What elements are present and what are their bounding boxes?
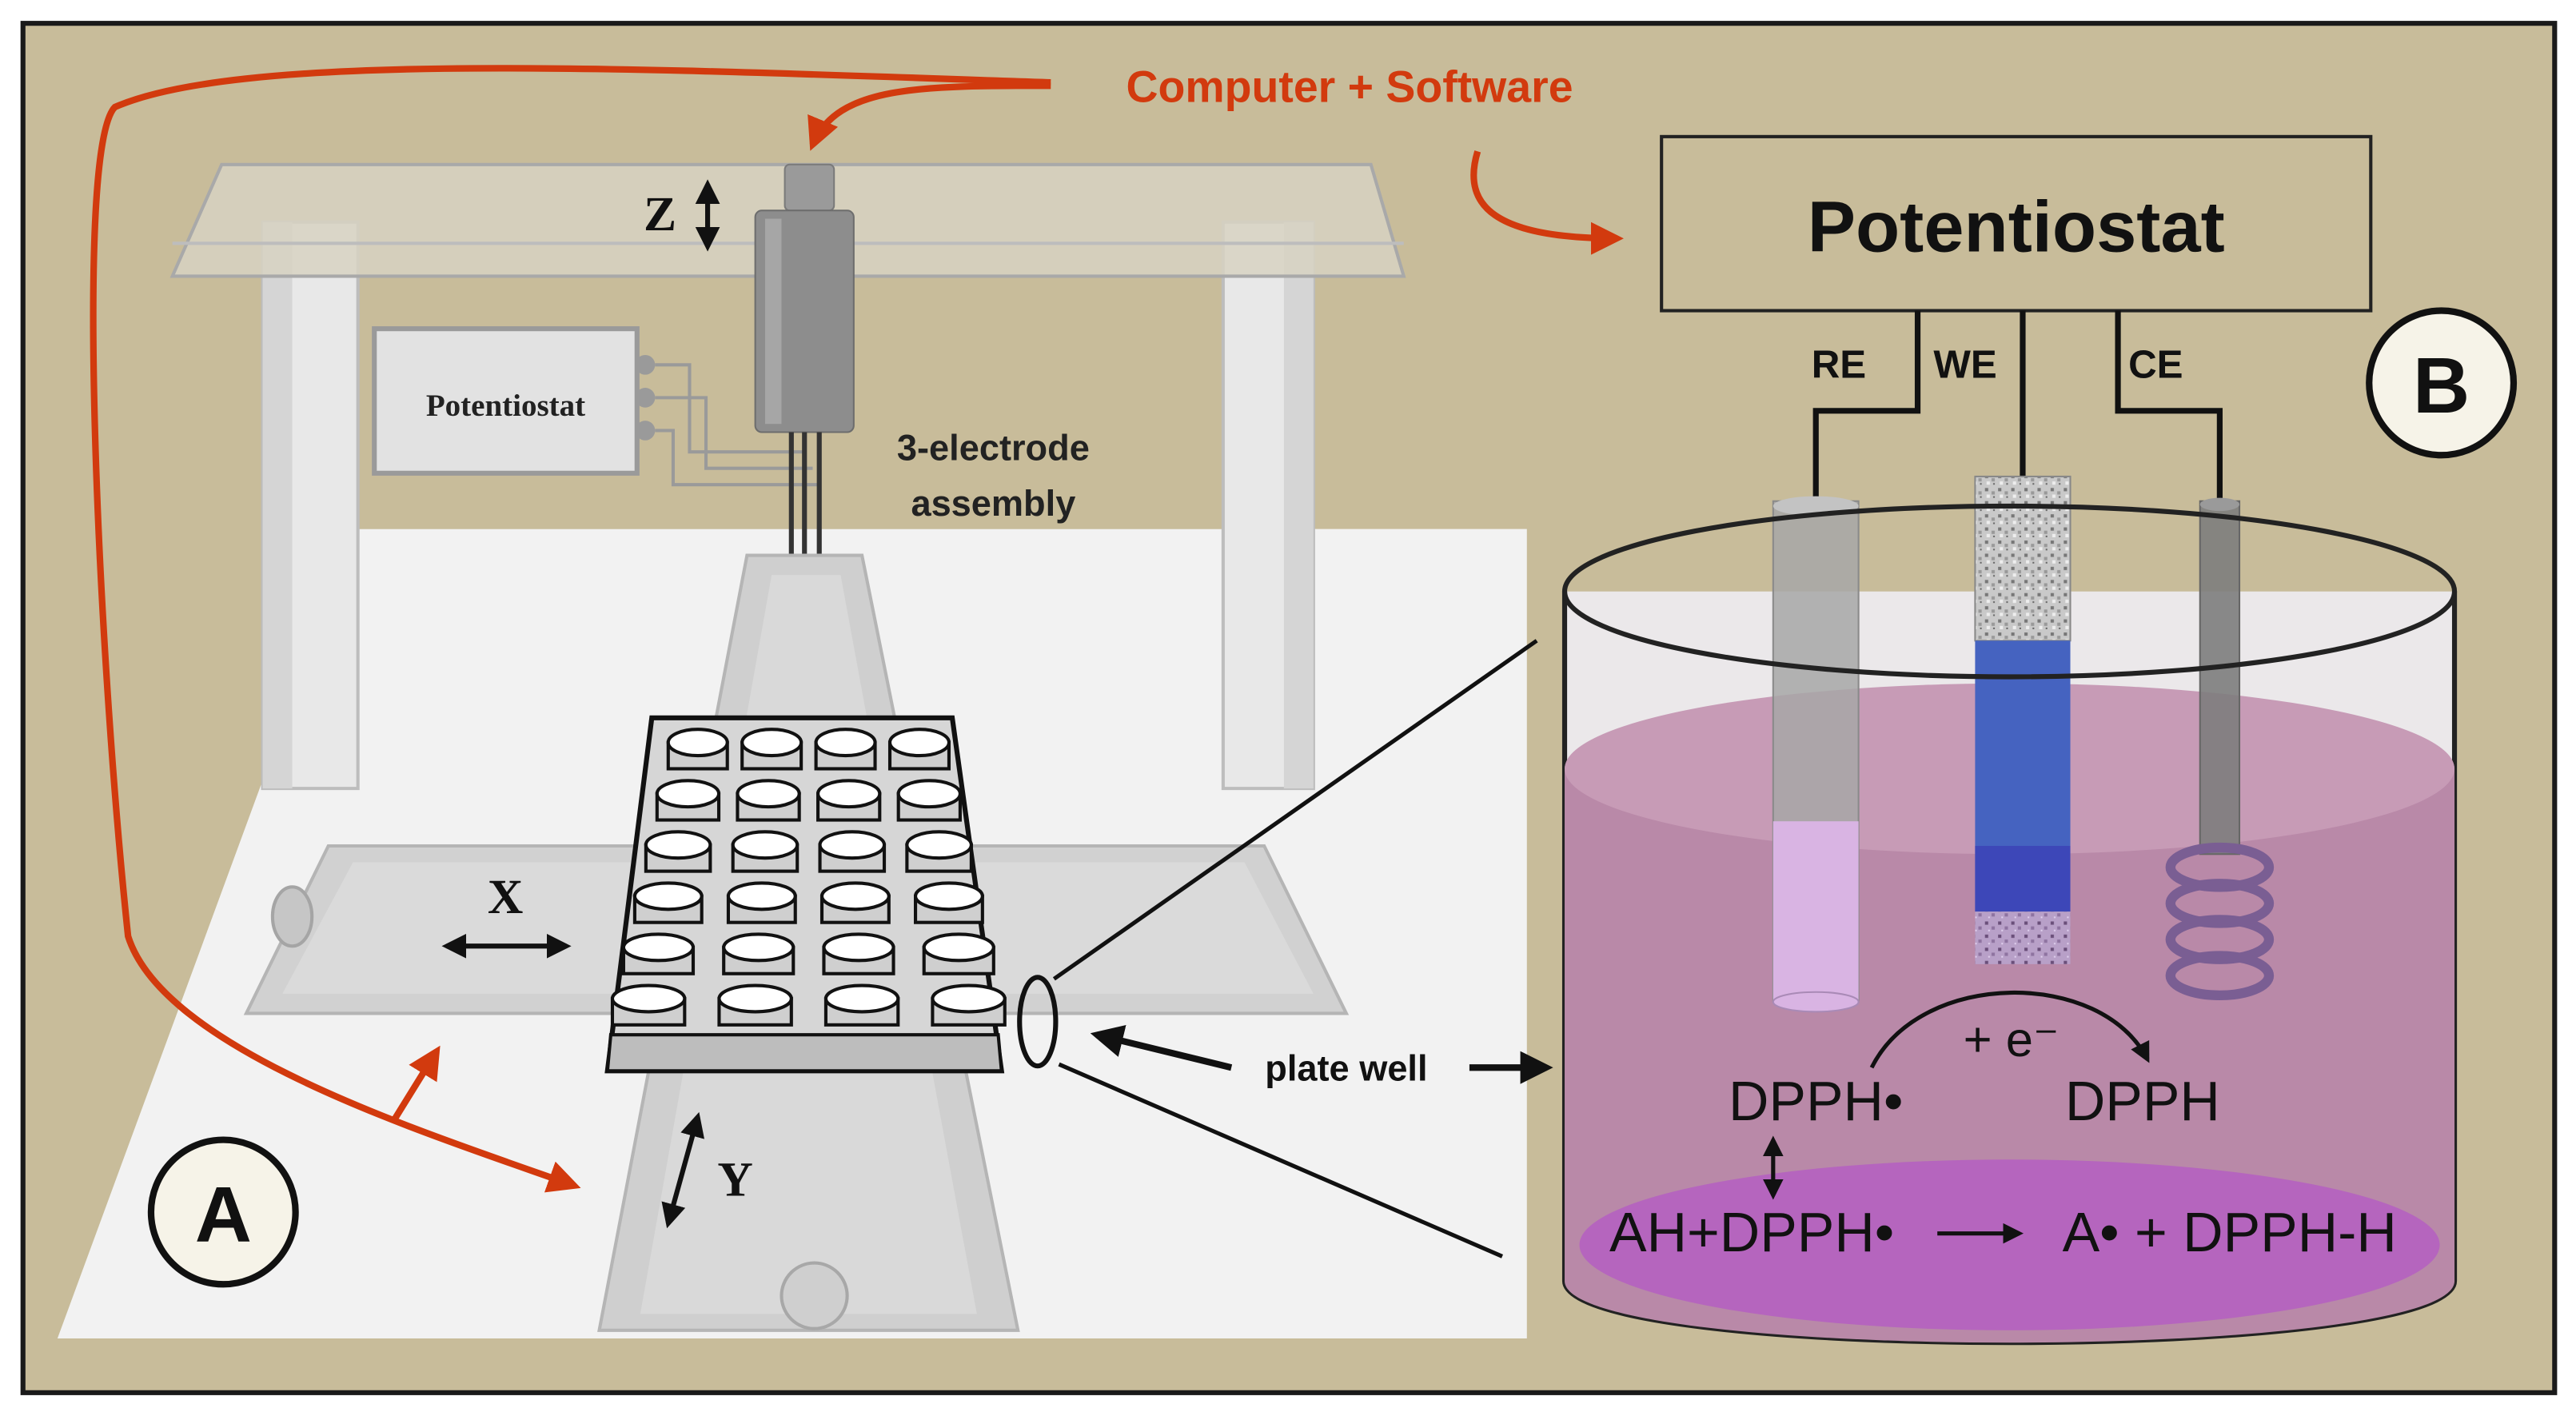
panel-b-label: B bbox=[2413, 341, 2470, 429]
three-electrode-label-line2: assembly bbox=[911, 483, 1075, 524]
beaker-rim bbox=[1561, 503, 2458, 680]
re-lead bbox=[1812, 310, 1921, 501]
axis-x-label: X bbox=[488, 870, 523, 924]
panel-a-badge bbox=[147, 1136, 299, 1288]
well bbox=[823, 983, 900, 1014]
well bbox=[736, 779, 801, 809]
well bbox=[896, 779, 962, 809]
connector-1 bbox=[635, 354, 656, 375]
zoom-line-top bbox=[1052, 639, 1538, 981]
re-electrode-tip bbox=[1772, 991, 1860, 1013]
ce-electrode-rod bbox=[2199, 500, 2241, 856]
well bbox=[644, 830, 712, 860]
well bbox=[887, 728, 951, 758]
axis-markers: Z X Y bbox=[441, 179, 753, 1229]
solution-bottom bbox=[1579, 1159, 2440, 1330]
well bbox=[816, 779, 882, 809]
well bbox=[931, 983, 1007, 1014]
well bbox=[731, 830, 800, 860]
zoom-line-bottom bbox=[1058, 1062, 1504, 1258]
electron-transfer-arrow bbox=[1869, 990, 2150, 1069]
plate-well-arrow-left bbox=[1090, 1024, 1233, 1071]
ce-label: CE bbox=[2128, 343, 2183, 387]
computer-software-label: Computer + Software bbox=[1126, 62, 1573, 112]
well bbox=[610, 983, 687, 1014]
three-electrode-label-line1: 3-electrode bbox=[897, 427, 1090, 468]
well bbox=[655, 779, 721, 809]
axis-z-label: Z bbox=[644, 187, 676, 241]
potentiostat-label: Potentiostat bbox=[1808, 187, 2225, 268]
connector-3 bbox=[635, 421, 656, 441]
connector-2 bbox=[635, 388, 656, 408]
well bbox=[717, 983, 793, 1014]
dpph-radical-label: DPPH• bbox=[1729, 1070, 1903, 1132]
well bbox=[666, 728, 729, 758]
cable-3 bbox=[655, 429, 821, 487]
axis-y-arrow bbox=[661, 1111, 705, 1229]
left-pillar-side bbox=[262, 221, 293, 789]
probe-cap bbox=[784, 163, 835, 212]
well bbox=[819, 881, 891, 911]
well bbox=[905, 830, 973, 860]
ce-electrode-coil bbox=[2165, 842, 2275, 1001]
software-to-probe-arrow bbox=[807, 82, 1051, 151]
electron-label: + e⁻ bbox=[1964, 1012, 2060, 1067]
plate-well-label: plate well bbox=[1265, 1048, 1427, 1089]
well bbox=[726, 881, 797, 911]
re-electrode-frit bbox=[1772, 821, 1859, 1003]
panel-a-apparatus: Potentiostat bbox=[57, 162, 1527, 1339]
potentiostat-box bbox=[1660, 134, 2373, 313]
well-plate-base bbox=[605, 1033, 1003, 1073]
cable-2 bbox=[655, 396, 813, 470]
well bbox=[913, 881, 984, 911]
panel-a-label: A bbox=[195, 1171, 252, 1258]
dpph-label: DPPH bbox=[2065, 1070, 2220, 1132]
software-connections: Computer + Software bbox=[90, 62, 1624, 1193]
wells bbox=[610, 728, 1007, 1027]
we-electrode-band bbox=[1975, 845, 2071, 912]
well bbox=[818, 830, 887, 860]
well bbox=[822, 932, 895, 963]
we-electrode-top bbox=[1974, 475, 2072, 642]
panel-b-cell: Potentiostat RE WE CE B bbox=[1561, 134, 2518, 1346]
reaction-products: A• + DPPH-H bbox=[2063, 1201, 2397, 1263]
cable-1 bbox=[655, 363, 805, 454]
well bbox=[632, 881, 704, 911]
software-to-x-arrow bbox=[391, 1045, 441, 1123]
re-label: RE bbox=[1812, 343, 1866, 387]
right-pillar-side bbox=[1283, 221, 1314, 789]
small-potentiostat-label: Potentiostat bbox=[426, 389, 585, 423]
y-track-knob bbox=[780, 1261, 849, 1330]
panel-b-badge bbox=[2366, 307, 2518, 459]
x-track-knob bbox=[270, 885, 314, 948]
axis-y-label: Y bbox=[717, 1152, 752, 1207]
well bbox=[740, 728, 804, 758]
we-label: WE bbox=[1933, 343, 1996, 387]
well bbox=[722, 932, 796, 963]
reaction-reactants: AH+DPPH• bbox=[1609, 1201, 1894, 1263]
probe-body-highlight bbox=[764, 218, 782, 425]
well bbox=[621, 932, 696, 963]
zoomed-well-ring bbox=[1017, 975, 1059, 1069]
well bbox=[922, 932, 995, 963]
ce-electrode-top bbox=[2199, 497, 2240, 512]
well bbox=[814, 728, 877, 758]
we-electrode-tip bbox=[1975, 911, 2071, 964]
software-to-potentiostat-arrow bbox=[1470, 150, 1624, 255]
software-to-stage-line bbox=[90, 65, 1051, 1193]
ce-lead bbox=[2115, 310, 2223, 501]
